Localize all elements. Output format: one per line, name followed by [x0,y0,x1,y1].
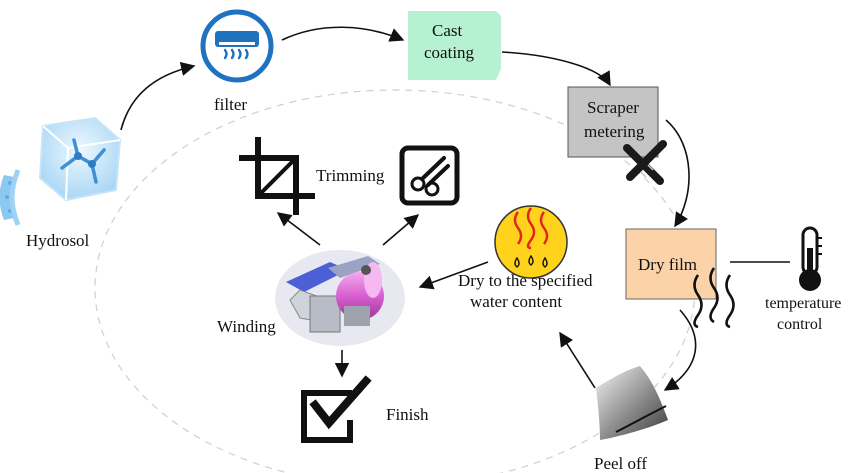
crossed-tools-icon [623,140,667,185]
finish-label: Finish [386,405,429,424]
cast-coating-label-2: coating [424,43,475,62]
dry-to-water-node: Dry to the specified water content [458,205,593,311]
trimming-label: Trimming [316,166,385,185]
scraper-label-2: metering [584,122,645,141]
dry-to-water-label-2: water content [470,292,562,311]
dry-film-label: Dry film [638,255,697,274]
hydrosol-node: Hydrosol [0,116,122,250]
trimming-node: Trimming [239,137,385,215]
cast-coating-node: Cast coating [408,11,501,80]
arrow-hydrosol-filter [120,61,196,131]
heat-waves-icon [693,267,735,329]
molecule-cube-icon [0,116,122,226]
peel-off-label: Peel off [594,454,647,473]
arrow-scraper-dryfilm [665,119,690,228]
winding-node: Winding [217,250,405,346]
dry-to-water-label-1: Dry to the specified [458,271,593,290]
cutting-node [399,145,460,206]
finish-node: Finish [301,375,429,443]
winding-machine-icon [275,250,405,346]
arrow-dryfilm-peeloff [663,309,697,391]
crop-icon [239,137,315,215]
arrow-filter-cast [281,26,405,42]
filter-label: filter [214,95,247,114]
checkbox-icon [301,375,372,443]
peeled-film-icon [596,366,668,440]
temperature-label-2: control [777,316,823,333]
dry-film-node: Dry film [625,228,735,329]
hydrosol-label: Hydrosol [26,231,90,250]
temperature-label-1: temperature [765,295,841,312]
scissors-icon [399,145,460,206]
arrow-winding-trimming [276,212,321,246]
heat-drops-icon [494,205,568,279]
arrow-peeloff-dry [559,331,596,389]
filter-node: filter [200,9,274,114]
arrow-dry-winding [418,261,489,290]
arrow-cast-scraper [501,51,611,87]
scraper-label-1: Scraper [587,98,639,117]
arrow-winding-scissors [382,214,420,246]
air-conditioner-icon [215,31,259,60]
cast-coating-label-1: Cast [432,21,463,40]
flow-arrows [120,26,697,391]
winding-label: Winding [217,317,276,336]
thermometer-icon [799,226,822,291]
scraper-metering-node: Scraper metering [567,86,667,185]
temperature-control-node: temperature control [730,226,841,333]
peel-off-node: Peel off [594,366,668,473]
